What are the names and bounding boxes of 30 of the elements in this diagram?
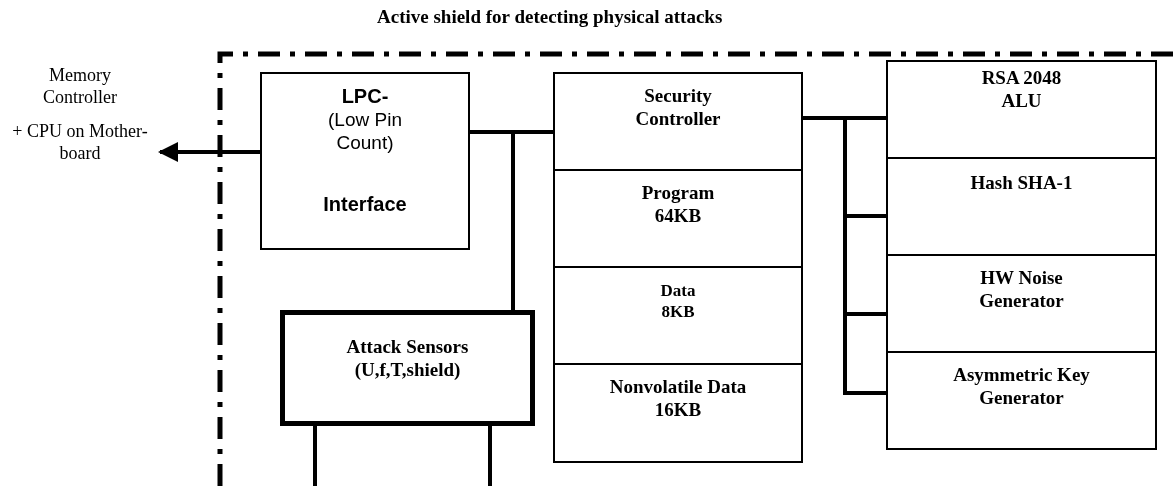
block-box xyxy=(886,60,1157,159)
node-label: + CPU on Mother-board xyxy=(11,120,149,164)
signal-line xyxy=(313,426,317,486)
arrow xyxy=(158,142,260,162)
block-box xyxy=(553,363,803,463)
block-box xyxy=(886,351,1157,450)
block-box xyxy=(280,310,535,426)
bus-line xyxy=(511,130,553,310)
block-box xyxy=(260,72,470,250)
node-label: Asymmetric Key Generator xyxy=(952,363,1091,409)
block-box xyxy=(553,169,803,268)
node-label: (Low Pin Count) xyxy=(327,108,403,154)
node-label: Program 64KB xyxy=(640,181,716,227)
node-label: LPC- xyxy=(341,84,389,108)
block-box xyxy=(886,157,1157,256)
node-label: Hash SHA-1 xyxy=(970,171,1073,194)
block-box xyxy=(553,266,803,365)
node-label: RSA 2048 ALU xyxy=(980,66,1063,112)
node-label: Data 8KB xyxy=(659,280,697,322)
block-box xyxy=(553,72,803,171)
node-label: Memory Controller xyxy=(42,64,118,108)
group-title: Active shield for detecting physical attacks xyxy=(377,6,723,28)
node-label: Security Controller xyxy=(634,84,722,130)
node-label: Nonvolatile Data 16KB xyxy=(608,375,748,421)
node-label: HW Noise Generator xyxy=(978,266,1065,312)
node-label: Interface xyxy=(323,192,407,216)
bus-line xyxy=(803,116,886,395)
block-box xyxy=(886,254,1157,353)
node-label: Attack Sensors (U,f,T,shield) xyxy=(345,335,470,381)
signal-line xyxy=(488,426,492,486)
